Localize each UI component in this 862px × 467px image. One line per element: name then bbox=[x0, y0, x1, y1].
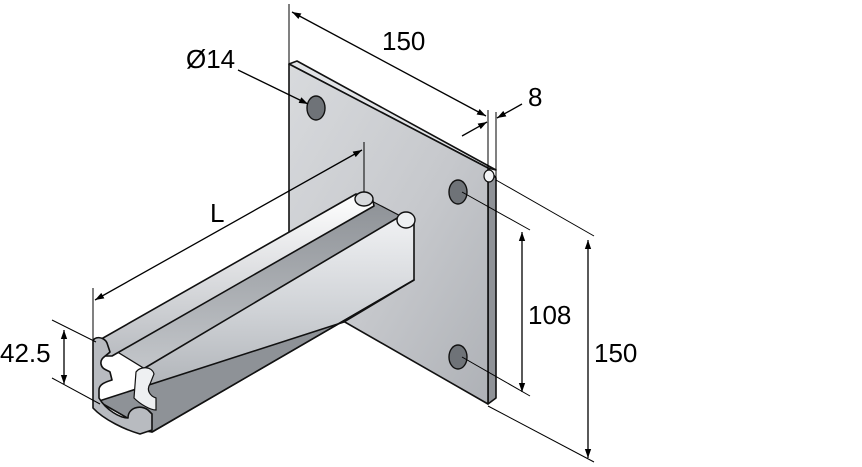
rail-end-profile-inner bbox=[133, 367, 157, 411]
mounting-hole-top-left bbox=[306, 95, 326, 121]
mounting-hole-bottom-right bbox=[448, 344, 468, 370]
dim-hole-diameter-label: Ø14 bbox=[186, 44, 235, 74]
rail-rear-lip-end bbox=[354, 191, 374, 207]
dim-rail-height: 42.5 bbox=[0, 319, 101, 405]
plate-corner-detail bbox=[483, 169, 495, 183]
rail-front-lip-end bbox=[396, 211, 416, 229]
dim-hole-spacing-label: 108 bbox=[528, 300, 571, 330]
dim-rail-length-label: L bbox=[210, 198, 224, 228]
dim-hole-spacing: 108 bbox=[461, 191, 571, 397]
mounting-hole-top-right bbox=[448, 179, 468, 205]
dim-plate-width-label: 150 bbox=[382, 26, 425, 56]
dim-plate-thickness: 8 bbox=[461, 82, 542, 178]
rail-end-profile bbox=[92, 336, 153, 435]
dim-plate-height: 150 bbox=[487, 179, 637, 463]
dim-plate-width: 150 bbox=[288, 4, 489, 168]
dim-plate-thickness-label: 8 bbox=[528, 82, 542, 112]
dim-plate-height-label: 150 bbox=[594, 338, 637, 368]
dim-rail-height-label: 42.5 bbox=[0, 338, 51, 368]
plate-side-edge bbox=[487, 167, 497, 405]
dim-rail-length: L bbox=[92, 142, 365, 340]
